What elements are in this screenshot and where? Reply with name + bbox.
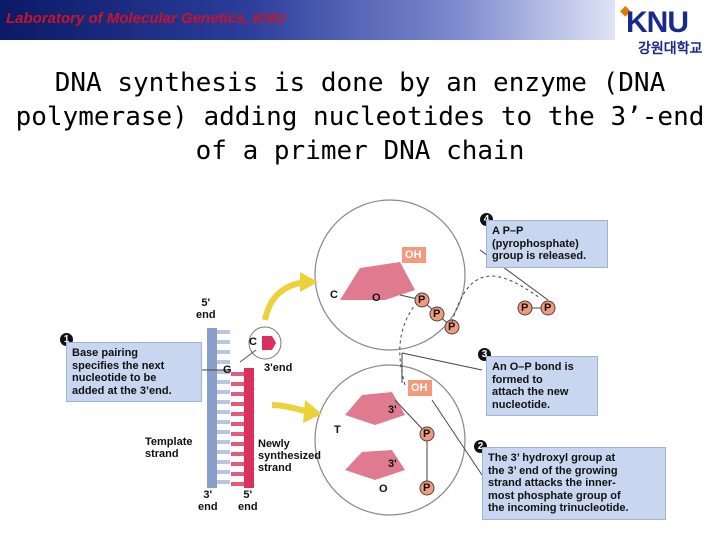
upper-yellow-arrowhead <box>300 272 318 292</box>
callout-step-1: Base pairing specifies the next nucleoti… <box>66 342 202 402</box>
logo-star-icon: ◆ <box>620 2 631 18</box>
logo-title: KNU <box>626 6 689 39</box>
new-strand-rungs <box>231 372 244 486</box>
upper-phosphate-chain <box>399 292 460 335</box>
t-base-label: T <box>334 424 341 436</box>
upper-yellow-arrow <box>262 279 306 321</box>
lower-sugar-1 <box>345 392 405 425</box>
lower-zoom-circle <box>314 364 466 516</box>
sugar-3prime-1: 3' <box>388 404 397 416</box>
knu-logo: ◆ KNU 강원대학교 <box>618 2 718 60</box>
o-top-label: O <box>372 292 381 304</box>
released-pyrophosphate <box>517 300 556 316</box>
o-bottom-label: O <box>379 483 388 495</box>
header-bar <box>0 0 615 40</box>
lower-phosphate <box>394 399 435 496</box>
base-g-label: G <box>223 364 232 376</box>
five-prime-end-top: 5' end <box>196 297 216 321</box>
template-strand-label: Template strand <box>145 436 193 460</box>
five-prime-end-bottom: 5' end <box>238 489 258 513</box>
base-c-label: C <box>249 336 257 348</box>
oh-box-bottom <box>408 380 432 396</box>
sugar-3prime-2: 3' <box>388 458 397 470</box>
oh-box-top <box>402 247 426 263</box>
template-strand-backbone <box>207 328 217 488</box>
base-pair-line <box>239 349 257 363</box>
template-strand-rungs <box>217 330 230 484</box>
lab-name: Laboratory of Molecular Genetics, KNU <box>6 10 286 27</box>
phosphate-lower-1: P <box>423 428 431 440</box>
callout-step-2: The 3’ hydroxyl group at the 3’ end of t… <box>482 447 666 520</box>
new-strand-label: Newly synthesized strand <box>258 438 321 474</box>
three-prime-end-bottom: 3' end <box>198 489 218 513</box>
phosphate-1-label: P <box>418 294 426 306</box>
pp-right-label: P <box>544 302 552 314</box>
callout-step-3: An O–P bond is formed to attach the new … <box>486 356 598 416</box>
incoming-base-shape <box>262 336 276 350</box>
callout-step-4: A P–P (pyrophosphate) group is released. <box>486 220 608 268</box>
lower-yellow-arrowhead <box>303 400 322 423</box>
new-strand-backbone <box>244 368 254 488</box>
c-atom-label: C <box>330 289 338 301</box>
slide-title: DNA synthesis is done by an enzyme (DNA … <box>15 68 705 166</box>
lower-sugar-2 <box>345 450 405 480</box>
oh-top-label: OH <box>405 249 422 261</box>
oh-bottom-label: OH <box>411 382 428 394</box>
logo-subtitle: 강원대학교 <box>638 40 703 56</box>
pp-left-label: P <box>521 302 529 314</box>
phosphate-lower-2: P <box>423 482 431 494</box>
three-prime-end-mark: 3'end <box>264 362 293 374</box>
phosphate-3-label: P <box>448 321 456 333</box>
release-dashed-arrow <box>451 275 541 323</box>
phosphate-2-label: P <box>433 308 441 320</box>
upper-sugar <box>340 262 415 300</box>
